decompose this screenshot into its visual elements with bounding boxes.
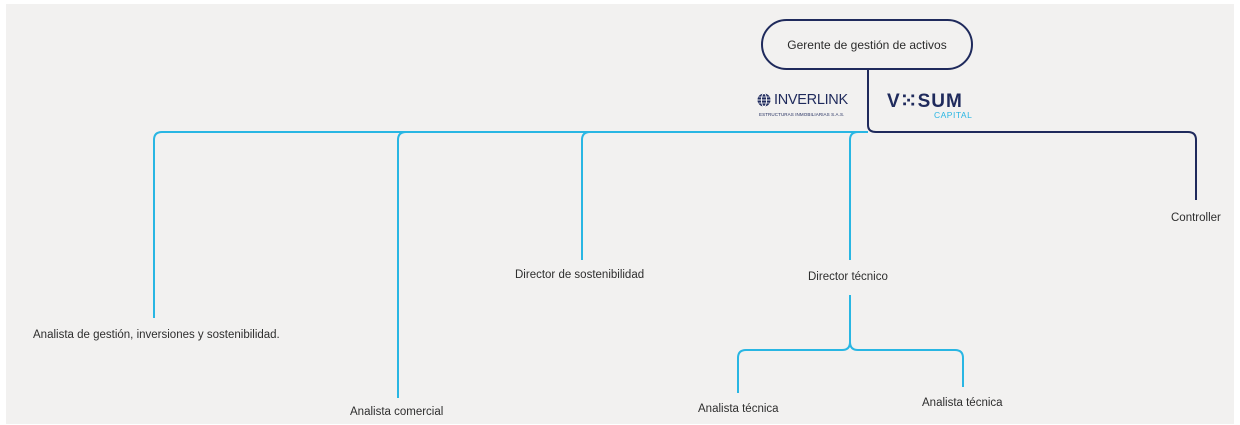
org-chart-canvas <box>6 4 1234 424</box>
node-analista-tecnica-1[interactable]: Analista técnica <box>698 403 779 415</box>
connector-tecnico-sub-right <box>849 341 964 387</box>
visum-name: V⁙SUM <box>887 91 963 112</box>
visum-logo: V⁙SUM CAPITAL <box>887 90 977 124</box>
connector-main-branch <box>153 131 868 318</box>
connector-analista-comercial <box>397 131 407 398</box>
inverlink-subtitle: ESTRUCTURAS INMOBILIARIAS S.A.S. <box>759 112 845 117</box>
node-analista-gestion[interactable]: Analista de gestión, inversiones y soste… <box>33 329 280 341</box>
node-analista-comercial[interactable]: Analista comercial <box>350 406 444 418</box>
connector-director-sostenibilidad <box>581 131 591 260</box>
inverlink-globe-icon <box>757 93 771 107</box>
node-director-sostenibilidad[interactable]: Director de sostenibilidad <box>515 269 645 281</box>
node-analista-tecnica-2[interactable]: Analista técnica <box>922 397 1003 409</box>
node-gerente[interactable]: Gerente de gestión de activos <box>761 19 973 70</box>
node-controller[interactable]: Controller <box>1171 212 1221 224</box>
connector-tecnico-sub <box>737 295 851 393</box>
connector-director-tecnico <box>849 131 859 260</box>
inverlink-name: INVERLINK <box>774 92 848 108</box>
node-director-tecnico[interactable]: Director técnico <box>808 271 888 283</box>
inverlink-logo: INVERLINK ESTRUCTURAS INMOBILIARIAS S.A.… <box>757 92 867 124</box>
visum-subtitle: CAPITAL <box>934 110 973 120</box>
node-gerente-label: Gerente de gestión de activos <box>787 37 947 52</box>
connector-root-to-controller <box>867 70 1197 200</box>
